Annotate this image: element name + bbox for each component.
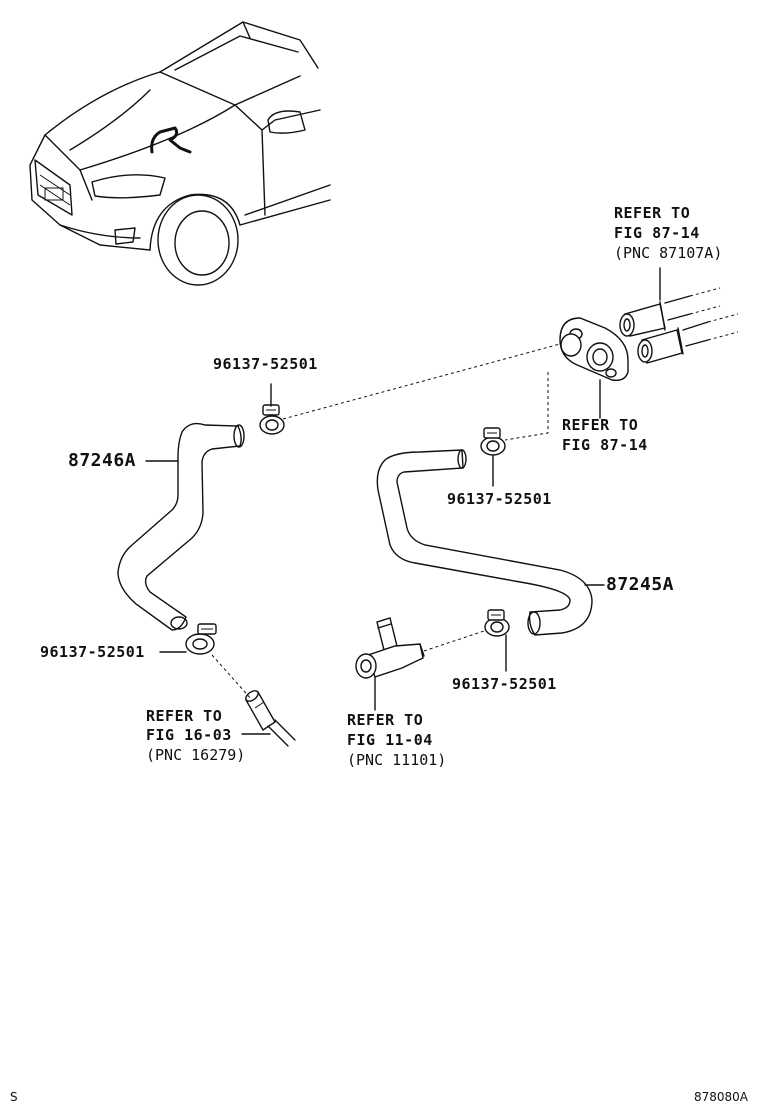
ref-mid-right-line2: FIG 87-14 (562, 436, 648, 454)
car-illustration (29, 21, 331, 286)
label-87245a: 87245A (606, 574, 675, 595)
ref-bottom-mid-line1: REFER TO (347, 711, 424, 729)
ref-bottom-mid-line2: FIG 11-04 (347, 731, 433, 749)
footer-left-code: S (10, 1090, 18, 1104)
heater-pipes[interactable] (619, 287, 739, 364)
clamp-left-lower[interactable] (185, 623, 217, 655)
ref-mid-right-line1: REFER TO (562, 416, 639, 434)
ref-bottom-left-line2: FIG 16-03 (146, 726, 232, 744)
heater-pipe-plate[interactable] (559, 317, 629, 382)
label-clamp-right-upper: 96137-52501 (447, 490, 552, 508)
label-clamp-top: 96137-52501 (213, 355, 318, 373)
clamp-right-lower[interactable] (484, 609, 510, 637)
ref-top-right-line1: REFER TO (614, 204, 691, 222)
ref-bottom-mid-line3: (PNC 11101) (347, 751, 447, 769)
ref-bottom-left-line3: (PNC 16279) (146, 746, 246, 764)
hose-87246a[interactable] (117, 422, 245, 631)
water-outlet-fitting[interactable] (355, 617, 425, 679)
hose-87245a[interactable] (376, 449, 593, 636)
ref-top-right-line2: FIG 87-14 (614, 224, 700, 242)
label-clamp-right-lower: 96137-52501 (452, 675, 557, 693)
label-87246a: 87246A (68, 450, 137, 471)
label-clamp-left-lower: 96137-52501 (40, 643, 145, 661)
ref-top-right-line3: (PNC 87107A) (614, 244, 723, 262)
clamp-top[interactable] (259, 404, 285, 435)
footer-illustration-number: 878080A (694, 1090, 749, 1104)
ref-bottom-left-line1: REFER TO (146, 707, 223, 725)
engine-pipe[interactable] (244, 689, 296, 747)
clamp-right-upper[interactable] (480, 427, 506, 456)
